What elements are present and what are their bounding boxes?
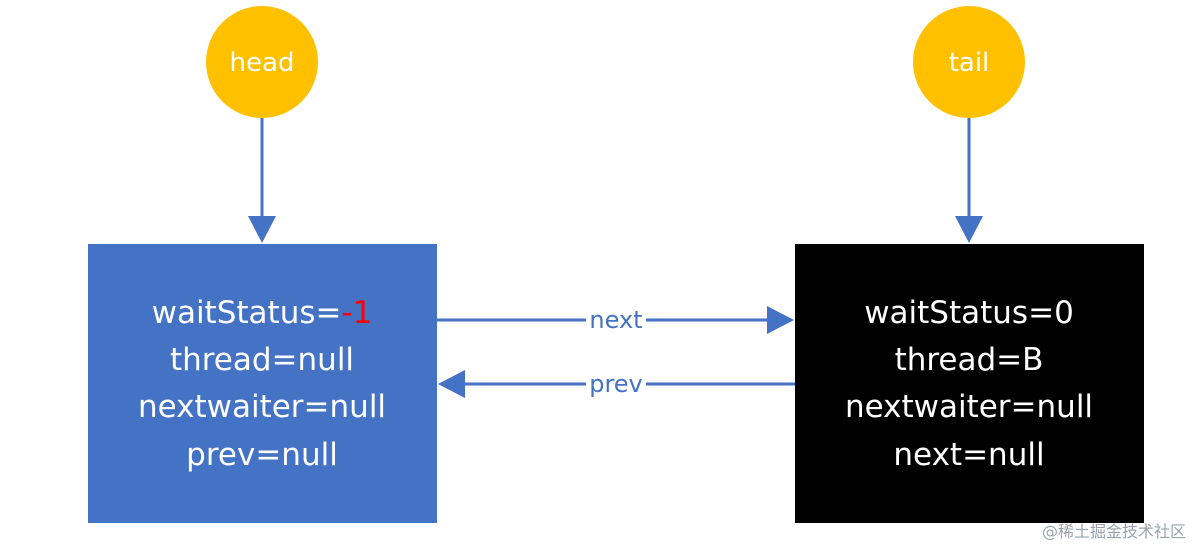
- prev-edge-arrowhead: [438, 370, 465, 398]
- tail-node-thread: thread=B: [895, 342, 1044, 378]
- head-pointer-arrowhead: [248, 216, 276, 243]
- prev-edge-label-bg: [586, 370, 646, 398]
- next-edge-label-bg: [586, 306, 646, 334]
- tail-pointer-arrowhead: [955, 216, 983, 243]
- next-edge-arrowhead: [767, 306, 794, 334]
- head-pointer-circle: [206, 6, 318, 118]
- head-pointer-label: head: [230, 48, 295, 78]
- head-node-box: [88, 244, 437, 523]
- next-edge-label: next: [589, 306, 642, 334]
- head-node-wait-status: waitStatus=-1: [152, 295, 373, 331]
- head-wait-status-key: waitStatus=: [152, 295, 342, 331]
- tail-node-wait-status: waitStatus=0: [864, 295, 1074, 331]
- tail-node-nextwaiter: nextwaiter=null: [845, 389, 1093, 425]
- tail-node-box: [795, 244, 1144, 523]
- head-wait-status-value: -1: [341, 295, 372, 331]
- tail-pointer-circle: [913, 6, 1025, 118]
- head-node-thread: thread=null: [170, 342, 354, 378]
- tail-pointer-label: tail: [949, 48, 990, 78]
- prev-edge-label: prev: [589, 370, 643, 398]
- watermark-text: @稀土掘金技术社区: [1041, 522, 1186, 541]
- head-node-nextwaiter: nextwaiter=null: [138, 389, 386, 425]
- tail-node-next: next=null: [893, 437, 1044, 473]
- head-node-prev: prev=null: [186, 437, 338, 473]
